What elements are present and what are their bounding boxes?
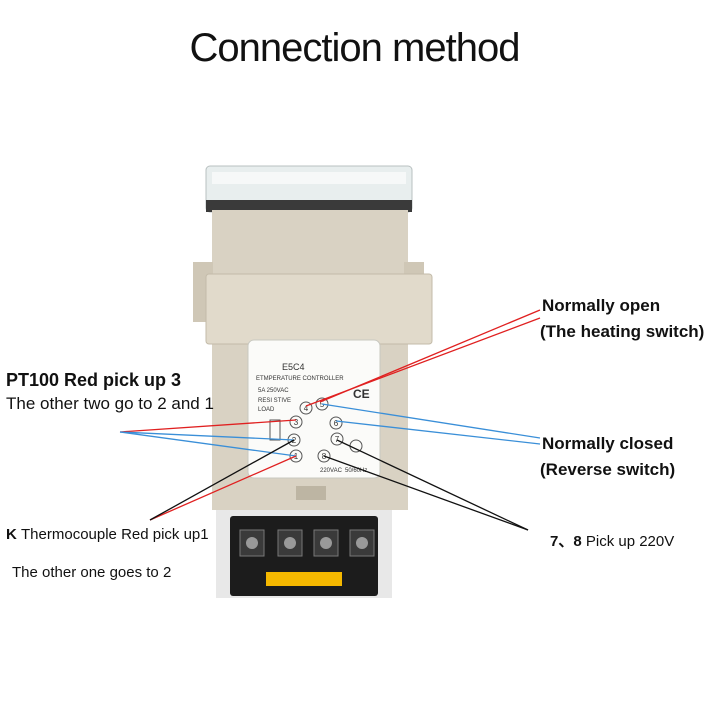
terminal-4-num: 4 (304, 404, 309, 413)
load-label-2: LOAD (258, 407, 275, 413)
device-name-label: ETMPERATURE CONTROLLER (256, 376, 344, 382)
power-text: Pick up 220V (585, 533, 675, 550)
terminal-6 (329, 416, 343, 430)
normally-closed-label: Normally closed (542, 434, 674, 453)
k-sub-label: The other one goes to 2 (12, 564, 172, 581)
front-cover (205, 165, 413, 213)
socket-screw-3 (313, 529, 339, 557)
ce-mark: CE (353, 387, 370, 401)
power-spec-label: 220VAC (320, 468, 343, 474)
rtd-symbol (269, 419, 281, 441)
terminal-3 (289, 415, 303, 429)
k-prefix: K (6, 526, 17, 543)
terminal-1-num: 1 (294, 452, 299, 461)
pt100-label: PT100 Red pick up 3 (6, 370, 182, 390)
reverse-switch-label: (Reverse switch) (540, 460, 676, 479)
terminal-sticker: E5C4 ETMPERATURE CONTROLLER 5A 250VAC RE… (247, 339, 381, 479)
page-title: Connection method (189, 26, 521, 70)
callout-lines (119, 309, 541, 531)
model-label: E5C4 (282, 362, 305, 372)
power-label: 7、8 Pick up 220V (550, 530, 674, 551)
k-thermocouple-label: K Thermocouple Red pick up1 (6, 526, 209, 543)
terminal-3-num: 3 (294, 418, 299, 427)
socket-base (216, 510, 392, 598)
socket-accent (266, 572, 342, 586)
power-prefix: 7、8 (550, 533, 582, 550)
k-text: Thermocouple Red pick up1 (21, 526, 209, 543)
normally-open-label: Normally open (542, 296, 661, 315)
load-label-1: RESI STIVE (258, 398, 291, 404)
rating-label: 5A 250VAC (258, 388, 289, 394)
terminal-6-num: 6 (334, 419, 339, 428)
pt100-sub-label: The other two go to 2 and 1 (6, 394, 214, 413)
heating-switch-label: (The heating switch) (540, 322, 705, 341)
freq-spec-label: 50/60Hz (345, 468, 367, 474)
